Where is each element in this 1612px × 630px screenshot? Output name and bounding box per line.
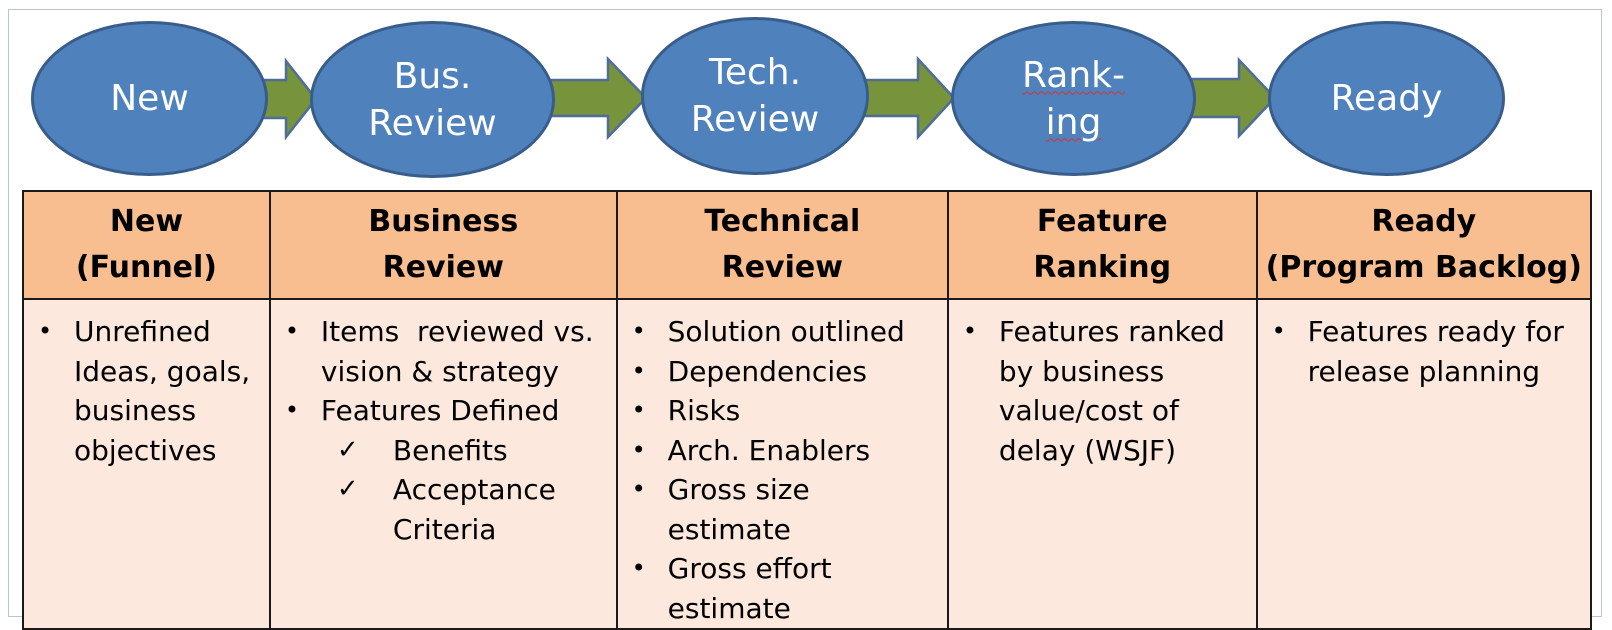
column-header-new: New (Funnel) bbox=[22, 190, 271, 300]
check-item: ✓ Benefits bbox=[337, 431, 610, 471]
arrow-right-icon bbox=[542, 56, 648, 140]
bullet-text: Features ready for release planning bbox=[1307, 315, 1564, 388]
bullet-item: Features ranked by business value/cost o… bbox=[963, 312, 1250, 470]
process-flow: New Bus. Review Tech. Review Rank- ing R… bbox=[0, 0, 1612, 190]
details-cell-feature-ranking: Features ranked by business value/cost o… bbox=[946, 298, 1258, 630]
bullet-item: Risks bbox=[632, 391, 941, 431]
stage-label: Ready bbox=[1330, 78, 1443, 119]
bullet-list: Features ready for release planning bbox=[1272, 312, 1584, 391]
bullet-item: Arch. Enablers bbox=[632, 431, 941, 471]
stage-ellipse-new: New bbox=[31, 21, 268, 176]
details-cell-ready: Features ready for release planning bbox=[1255, 298, 1593, 630]
bullet-text: Items reviewed vs. vision & strategy bbox=[320, 315, 603, 388]
details-row: Unrefined Ideas, goals, business objecti… bbox=[22, 298, 1593, 630]
check-text: Benefits bbox=[392, 433, 508, 467]
bullet-item: Features Defined bbox=[285, 391, 610, 431]
bullet-item: Unrefined Ideas, goals, business objecti… bbox=[38, 312, 263, 470]
header-line: (Program Backlog) bbox=[1265, 250, 1582, 285]
stage-label: Bus. Review bbox=[368, 55, 497, 144]
bullet-item: Gross size estimate bbox=[632, 470, 941, 549]
header-row: New (Funnel) Business Review Technical R… bbox=[22, 190, 1593, 300]
header-line: Feature bbox=[1036, 204, 1168, 239]
bullet-item: Gross effort estimate bbox=[632, 549, 941, 628]
stage-details-table: New (Funnel) Business Review Technical R… bbox=[22, 190, 1593, 630]
stage-label: Rank- ing bbox=[1022, 54, 1125, 143]
bullet-list: Features ranked by business value/cost o… bbox=[963, 312, 1250, 470]
bullet-text: Risks bbox=[667, 394, 741, 427]
header-line: New bbox=[109, 204, 184, 239]
bullet-text: Unrefined Ideas, goals, business objecti… bbox=[74, 315, 251, 467]
bullet-list: Items reviewed vs. vision & strategy Fea… bbox=[285, 312, 610, 431]
bullet-list: Unrefined Ideas, goals, business objecti… bbox=[38, 312, 263, 470]
header-line: (Funnel) bbox=[75, 250, 218, 285]
check-item: ✓ Acceptance Criteria bbox=[337, 470, 610, 549]
details-cell-business-review: Items reviewed vs. vision & strategy Fea… bbox=[268, 298, 618, 630]
bullet-text: Gross size estimate bbox=[667, 473, 810, 546]
bullet-text: Gross effort estimate bbox=[667, 552, 832, 625]
stage-ellipse-ranking: Rank- ing bbox=[951, 21, 1196, 176]
stage-ellipse-technical-review: Tech. Review bbox=[641, 17, 869, 175]
details-cell-new: Unrefined Ideas, goals, business objecti… bbox=[22, 298, 271, 630]
bullet-item: Dependencies bbox=[632, 352, 941, 392]
header-line: Technical bbox=[704, 204, 861, 239]
stage-label: New bbox=[110, 78, 189, 119]
header-line: Business bbox=[368, 204, 519, 239]
check-list: ✓ Benefits ✓ Acceptance Criteria bbox=[285, 431, 610, 550]
column-header-technical-review: Technical Review bbox=[615, 190, 949, 300]
column-header-ready: Ready (Program Backlog) bbox=[1255, 190, 1593, 300]
stage-ellipse-business-review: Bus. Review bbox=[310, 21, 555, 178]
column-header-business-review: Business Review bbox=[268, 190, 618, 300]
stage-ellipse-ready: Ready bbox=[1268, 21, 1505, 176]
bullet-text: Solution outlined bbox=[667, 315, 905, 348]
bullet-item: Items reviewed vs. vision & strategy bbox=[285, 312, 610, 391]
bullet-text: Features Defined bbox=[320, 394, 560, 427]
check-text: Acceptance Criteria bbox=[392, 473, 556, 546]
bullet-item: Features ready for release planning bbox=[1272, 312, 1584, 391]
column-header-feature-ranking: Feature Ranking bbox=[946, 190, 1258, 300]
bullet-text: Features ranked by business value/cost o… bbox=[998, 315, 1225, 467]
checkmark-icon: ✓ bbox=[336, 434, 359, 465]
checkmark-icon: ✓ bbox=[336, 474, 359, 504]
bullet-list: Solution outlined Dependencies Risks Arc… bbox=[632, 312, 941, 628]
bullet-item: Solution outlined bbox=[632, 312, 941, 352]
stage-label: Tech. Review bbox=[690, 52, 820, 140]
header-line: Ready bbox=[1371, 204, 1477, 239]
details-cell-technical-review: Solution outlined Dependencies Risks Arc… bbox=[615, 298, 949, 630]
header-line: Review bbox=[382, 250, 504, 285]
bullet-text: Dependencies bbox=[667, 354, 867, 388]
arrow-right-icon bbox=[856, 56, 956, 140]
header-line: Ranking bbox=[1033, 250, 1172, 285]
bullet-text: Arch. Enablers bbox=[667, 433, 871, 467]
arrow-right-icon bbox=[1187, 57, 1277, 139]
header-line: Review bbox=[721, 250, 843, 285]
